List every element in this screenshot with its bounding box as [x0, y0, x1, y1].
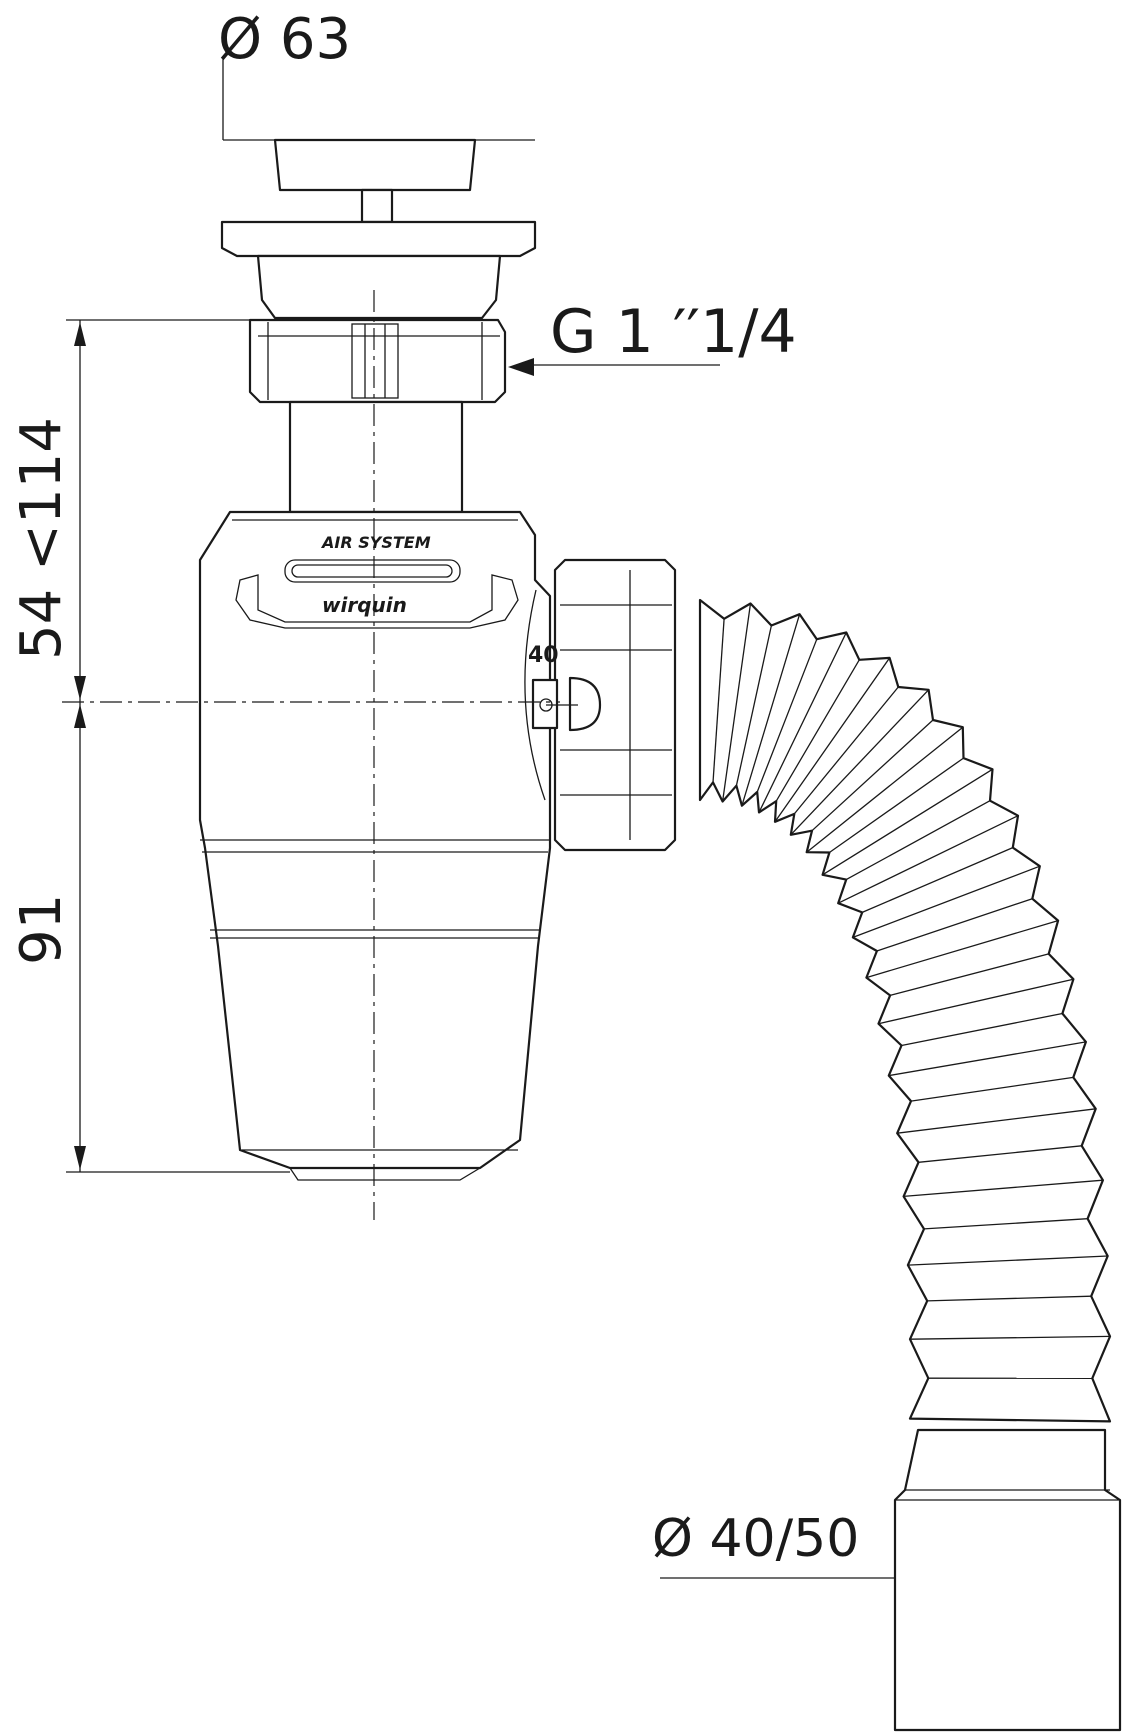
- outlet-nut: 40: [528, 558, 677, 852]
- hose-rib: [822, 768, 993, 876]
- hose-rib: [866, 919, 1059, 979]
- hose-outline: [698, 598, 1112, 1423]
- hose-rib: [923, 1218, 1088, 1230]
- outlet-end-piece: [893, 1428, 1122, 1732]
- vertical-dimensions: 54 <114 91: [9, 319, 290, 1173]
- top-diameter-dimension: Ø 63: [218, 7, 535, 141]
- upper-height-label: 54 <114: [9, 417, 74, 660]
- hose-rib: [909, 1417, 1111, 1423]
- hose-rib: [741, 614, 801, 806]
- size-mark: 40: [528, 643, 559, 668]
- hose-rib: [829, 757, 964, 854]
- outlet-diameter-label: Ø 40/50: [652, 1509, 859, 1569]
- hose-rib: [845, 800, 991, 881]
- hose-rib: [790, 689, 930, 836]
- hose-rib: [775, 659, 860, 802]
- hose-rib: [888, 1041, 1087, 1077]
- hose-rib: [927, 1295, 1092, 1302]
- air-system-mark: AIR SYSTEM: [320, 533, 431, 552]
- hose-rib: [837, 815, 1019, 904]
- hose-rib: [735, 625, 773, 786]
- hose-rib: [909, 1335, 1111, 1340]
- hose-rib: [901, 1012, 1063, 1047]
- hose-rib: [878, 978, 1074, 1025]
- hose-rib: [756, 638, 818, 793]
- thread-dimension: G 1 ′′1/4: [508, 297, 797, 376]
- hose-rib: [806, 726, 964, 853]
- lower-height-label: 91: [9, 894, 74, 965]
- hose-rib: [774, 657, 891, 823]
- hose-rib: [910, 1076, 1074, 1102]
- hose-rib: [918, 1145, 1082, 1163]
- hose-rib: [889, 953, 1049, 997]
- hose-rib: [903, 1179, 1103, 1198]
- thread-nut: [248, 318, 507, 404]
- sink-strainer: [220, 138, 537, 320]
- hose-rib: [712, 618, 725, 783]
- inlet-tube: [288, 400, 464, 514]
- hose-rib: [907, 1255, 1108, 1266]
- thread-label: G 1 ′′1/4: [550, 297, 797, 367]
- hose-rib: [758, 632, 847, 813]
- hose-rib: [897, 1108, 1096, 1134]
- siphon-body: AIR SYSTEM wirquin: [198, 510, 552, 1181]
- hose-rib: [721, 603, 752, 802]
- center-lines: [62, 290, 560, 1220]
- outlet-diameter-dimension: Ø 40/50: [652, 1509, 895, 1579]
- hose-rib: [811, 719, 934, 832]
- hose-rib: [876, 898, 1033, 952]
- top-diameter-label: Ø 63: [218, 7, 351, 72]
- brand-mark: wirquin: [322, 593, 407, 617]
- flexible-hose: [698, 598, 1112, 1423]
- hose-rib: [793, 686, 899, 815]
- hose-rib: [852, 865, 1041, 939]
- hose-rib: [861, 847, 1014, 913]
